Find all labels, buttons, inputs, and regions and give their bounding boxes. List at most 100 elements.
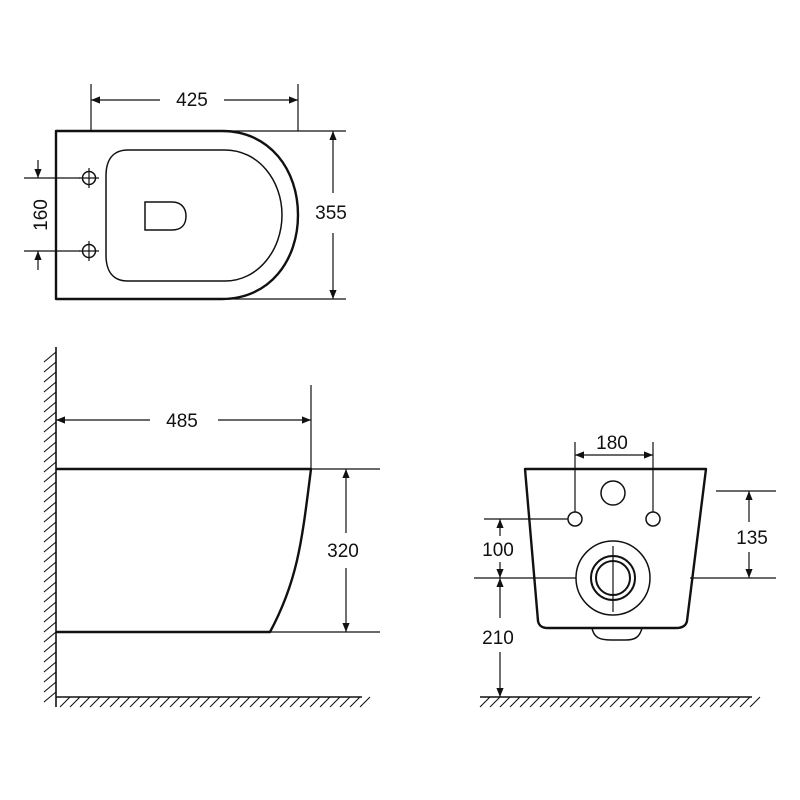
hatch-line [499, 696, 511, 708]
hatch-line [89, 696, 101, 708]
hatch-line [619, 696, 631, 708]
dimension-label: 160 [31, 199, 52, 231]
hatch-line [43, 361, 57, 373]
hatch-line [229, 696, 241, 708]
hatch-line [179, 696, 191, 708]
front-view-base-lip [591, 627, 643, 641]
hatch-line [729, 696, 741, 708]
hatch-line [259, 696, 271, 708]
hatch-line [629, 696, 641, 708]
hatch-line [43, 421, 57, 433]
hatch-line [43, 661, 57, 673]
hatch-line [79, 696, 91, 708]
hatch-line [109, 696, 121, 708]
dimension-label: 135 [736, 528, 768, 549]
drain-opening-icon [144, 201, 187, 231]
hatch-line [199, 696, 211, 708]
hatch-line [43, 581, 57, 593]
hatch-line [43, 631, 57, 643]
hatch-line [43, 611, 57, 623]
hatch-line [43, 521, 57, 533]
hatch-line [539, 696, 551, 708]
hatch-line [43, 381, 57, 393]
floor-line-side [56, 696, 371, 708]
hatch-line [309, 696, 321, 708]
dimension-label: 100 [482, 540, 514, 561]
dimension-label: 425 [176, 90, 208, 111]
hatch-line [679, 696, 691, 708]
hatch-line [139, 696, 151, 708]
dimension-label: 320 [327, 541, 359, 562]
hatch-line [489, 696, 501, 708]
dimension-hole-height-135: 135 [690, 490, 776, 579]
hatch-line [299, 696, 311, 708]
hatch-line [43, 541, 57, 553]
hatch-line [43, 351, 57, 363]
hatch-line [43, 441, 57, 453]
fixing-hole-right [645, 511, 661, 527]
hatch-line [559, 696, 571, 708]
hatch-line [43, 371, 57, 383]
hatch-line [209, 696, 221, 708]
hatch-line [69, 696, 81, 708]
side-view-outline [56, 467, 313, 634]
hatch-line [219, 696, 231, 708]
hatch-line [43, 391, 57, 403]
hatch-line [43, 681, 57, 693]
hatch-line [699, 696, 711, 708]
fixing-hole-left [567, 511, 583, 527]
hatch-line [239, 696, 251, 708]
hatch-line [479, 696, 491, 708]
hatch-line [289, 696, 301, 708]
hatch-line [659, 696, 671, 708]
dimension-label: 180 [596, 433, 628, 454]
hatch-line [99, 696, 111, 708]
dimension-label: 485 [166, 411, 198, 432]
top-view-outline [54, 129, 300, 301]
hatch-line [249, 696, 261, 708]
flush-inlet-icon [600, 480, 626, 506]
hatch-line [709, 696, 721, 708]
hatch-line [329, 696, 341, 708]
dimension-hole-spacing-160: 160 [24, 160, 80, 270]
hatch-line [43, 561, 57, 573]
hatch-line [43, 531, 57, 543]
hatch-line [43, 511, 57, 523]
hatch-line [719, 696, 731, 708]
hatch-line [269, 696, 281, 708]
dimension-label: 355 [315, 203, 347, 224]
hatch-line [569, 696, 581, 708]
dimension-label: 210 [482, 628, 514, 649]
hatch-line [359, 696, 371, 708]
hatch-line [549, 696, 561, 708]
hatch-line [599, 696, 611, 708]
hatch-line [529, 696, 541, 708]
hatch-line [43, 431, 57, 443]
hatch-line [43, 651, 57, 663]
hatch-line [509, 696, 521, 708]
hatch-line [43, 691, 57, 703]
hatch-line [43, 501, 57, 513]
front-view: 180 135 100 210 [474, 433, 776, 708]
hatch-line [169, 696, 181, 708]
hatch-line [739, 696, 751, 708]
dimension-hole-spacing-180: 180 [574, 433, 654, 512]
hatch-line [159, 696, 171, 708]
hatch-line [119, 696, 131, 708]
hatch-line [129, 696, 141, 708]
wall-hatching [43, 347, 57, 707]
hatch-line [43, 451, 57, 463]
hatch-line [189, 696, 201, 708]
hatch-line [43, 571, 57, 583]
hatch-line [649, 696, 661, 708]
hatch-line [43, 551, 57, 563]
hatch-line [43, 411, 57, 423]
hatch-line [43, 481, 57, 493]
dimension-depth-355: 355 [222, 130, 347, 300]
hatch-line [43, 491, 57, 503]
hatch-line [319, 696, 331, 708]
top-view-inner-rim [105, 149, 283, 282]
hatch-line [669, 696, 681, 708]
hatch-line [519, 696, 531, 708]
